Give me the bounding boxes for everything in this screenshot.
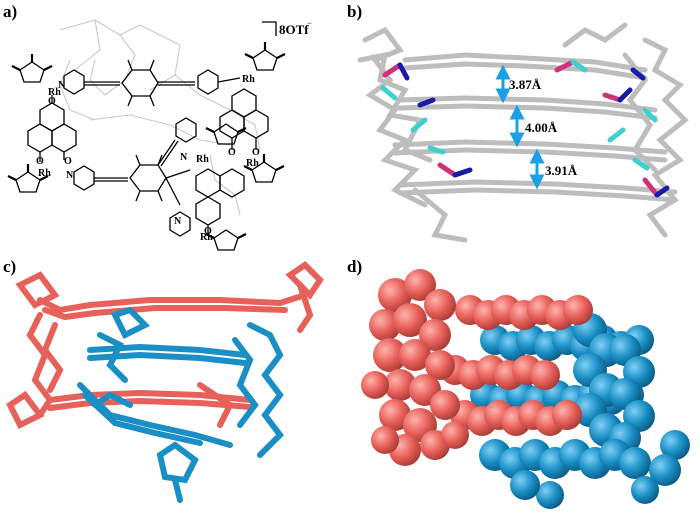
rh-label-5: Rh — [246, 158, 259, 169]
panel-a: a) 8OTf − — [0, 0, 345, 255]
rh-label-2: Rh — [242, 74, 255, 85]
interlocked-stick-model — [6, 261, 324, 503]
o-label-5: O — [252, 147, 260, 158]
blue-component — [77, 306, 284, 503]
sphere-cluster — [361, 269, 690, 509]
panel-d: d) — [345, 255, 700, 514]
crystal-structure-stick-model: 3.87Å 4.00Å 3.91Å — [357, 22, 689, 243]
panel-c: c) — [0, 255, 345, 514]
panel-label-d: d) — [347, 257, 363, 276]
distance-label-1: 3.87Å — [509, 77, 542, 92]
panel-label-a: a) — [3, 2, 18, 21]
rh-label-1: Rh — [48, 87, 61, 98]
charge-label: 8OTf — [279, 22, 309, 37]
space-filling-model — [361, 269, 690, 509]
panel-label-c: c) — [3, 257, 17, 276]
panel-b: b) — [345, 0, 700, 255]
rh-label-3: Rh — [38, 168, 51, 179]
o-label-2: O — [36, 156, 44, 167]
background-structure — [59, 19, 261, 216]
rh-label-4: Rh — [196, 154, 209, 165]
o-label-4: O — [228, 147, 236, 158]
panel-label-b: b) — [347, 2, 363, 21]
distance-label-3: 3.91Å — [545, 163, 578, 178]
n-label-2: N — [180, 152, 188, 163]
n-label-3: N — [174, 216, 182, 227]
red-component — [6, 261, 324, 430]
foreground-structure — [7, 42, 286, 251]
charge-superscript: − — [307, 18, 312, 28]
n-label-1: N — [66, 170, 74, 181]
o-label-1: O — [48, 96, 56, 107]
rh-label-6: Rh — [200, 232, 213, 243]
o-label-6: O — [204, 226, 212, 237]
distance-label-2: 4.00Å — [525, 120, 558, 135]
n-label-4: N — [58, 80, 66, 91]
chemical-structure-drawing: 8OTf − — [7, 18, 312, 251]
o-label-3: O — [64, 156, 72, 167]
